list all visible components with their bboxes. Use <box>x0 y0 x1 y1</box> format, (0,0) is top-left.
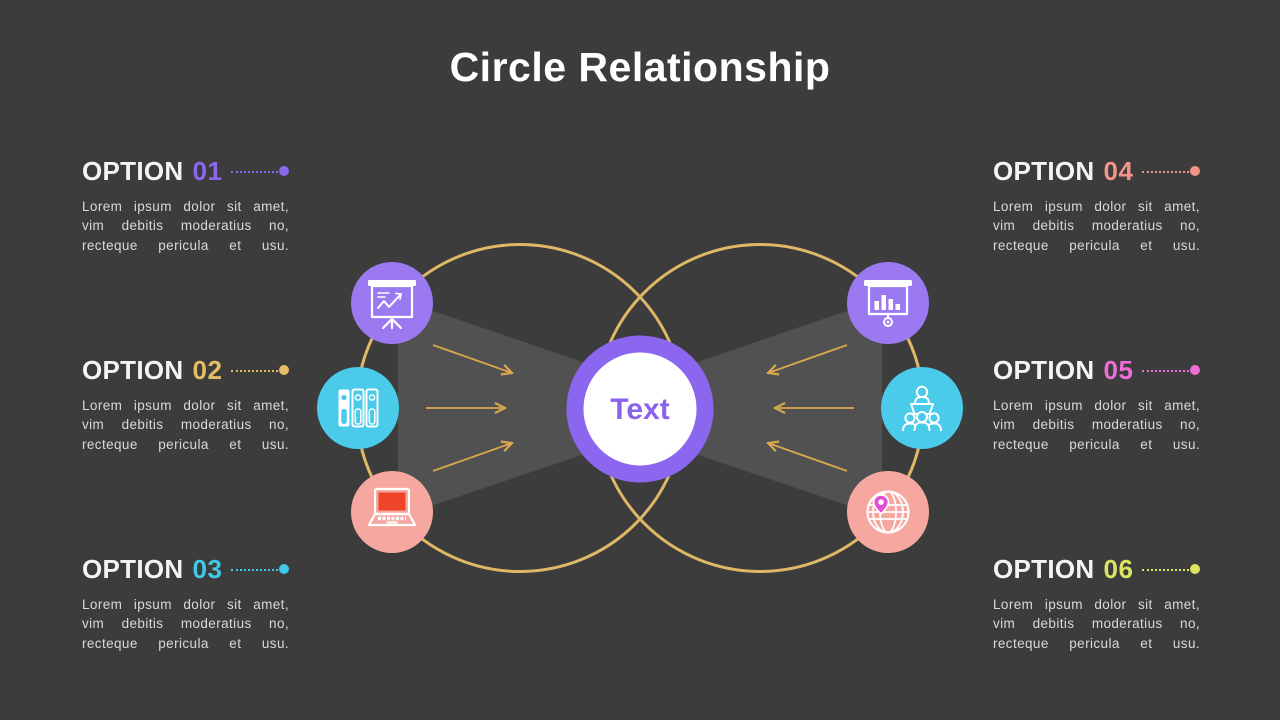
leader-dot <box>1190 365 1200 375</box>
dotted-line <box>231 369 278 372</box>
center-circle <box>566 335 714 483</box>
description-line: Lorem ipsum dolor sit amet, <box>993 199 1200 214</box>
leader-dot <box>1190 166 1200 176</box>
option-label: OPTION <box>993 354 1095 385</box>
description-line: Lorem ipsum dolor sit amet, <box>82 199 289 214</box>
option-block-04: OPTION 04 Lorem ipsum dolor sit amet, vi… <box>993 156 1200 255</box>
description-line: Lorem ipsum dolor sit amet, <box>82 597 289 612</box>
description-line: vim debitis moderatius no, <box>993 417 1200 433</box>
option-label: OPTION <box>82 155 184 186</box>
leader-line <box>1142 365 1200 375</box>
option-number: 04 <box>1103 155 1134 186</box>
option-block-02: OPTION 02 Lorem ipsum dolor sit amet, vi… <box>82 355 289 454</box>
option-description: Lorem ipsum dolor sit amet, vim debitis … <box>82 595 289 653</box>
description-line: vim debitis moderatius no, <box>82 616 289 632</box>
description-line: recteque pericula et usu. <box>993 635 1200 651</box>
option-description: Lorem ipsum dolor sit amet, vim debitis … <box>82 396 289 454</box>
dotted-line <box>1142 170 1189 173</box>
description-line: Lorem ipsum dolor sit amet, <box>993 398 1200 413</box>
option-number: 05 <box>1103 354 1134 385</box>
description-line: recteque pericula et usu. <box>993 237 1200 253</box>
description-line: vim debitis moderatius no, <box>993 218 1200 234</box>
description-line: Lorem ipsum dolor sit amet, <box>993 597 1200 612</box>
globe-pin-icon <box>847 471 929 553</box>
option-description: Lorem ipsum dolor sit amet, vim debitis … <box>993 595 1200 653</box>
description-line: vim debitis moderatius no, <box>993 616 1200 632</box>
option-description: Lorem ipsum dolor sit amet, vim debitis … <box>993 396 1200 454</box>
option-block-06: OPTION 06 Lorem ipsum dolor sit amet, vi… <box>993 554 1200 653</box>
option-number: 02 <box>192 354 223 385</box>
description-line: Lorem ipsum dolor sit amet, <box>82 398 289 413</box>
option-number: 01 <box>192 155 223 186</box>
option-number: 03 <box>192 553 223 584</box>
leader-dot <box>279 365 289 375</box>
leader-line <box>1142 564 1200 574</box>
option-header: OPTION 05 <box>993 355 1200 385</box>
option-header: OPTION 04 <box>993 156 1200 186</box>
option-header: OPTION 03 <box>82 554 289 584</box>
flipchart-line-chart-icon <box>351 262 433 344</box>
leader-line <box>231 564 289 574</box>
screen-bar-chart-icon <box>847 262 929 344</box>
option-header: OPTION 01 <box>82 156 289 186</box>
right-beam <box>624 299 882 517</box>
description-line: vim debitis moderatius no, <box>82 417 289 433</box>
description-line: recteque pericula et usu. <box>82 237 289 253</box>
dotted-line <box>231 568 278 571</box>
description-line: recteque pericula et usu. <box>993 436 1200 452</box>
option-header: OPTION 06 <box>993 554 1200 584</box>
page-title: Circle Relationship <box>449 44 831 90</box>
description-line: recteque pericula et usu. <box>82 436 289 452</box>
center-label: Text <box>610 393 669 426</box>
arrows <box>426 344 854 472</box>
presenter-audience-icon <box>881 367 963 449</box>
option-block-01: OPTION 01 Lorem ipsum dolor sit amet, vi… <box>82 156 289 255</box>
leader-dot <box>1190 564 1200 574</box>
option-label: OPTION <box>993 155 1095 186</box>
option-label: OPTION <box>82 553 184 584</box>
option-description: Lorem ipsum dolor sit amet, vim debitis … <box>82 197 289 255</box>
leader-dot <box>279 166 289 176</box>
option-description: Lorem ipsum dolor sit amet, vim debitis … <box>993 197 1200 255</box>
option-label: OPTION <box>82 354 184 385</box>
option-number: 06 <box>1103 553 1134 584</box>
description-line: recteque pericula et usu. <box>82 635 289 651</box>
dotted-line <box>231 170 278 173</box>
dotted-line <box>1142 369 1189 372</box>
leader-line <box>231 166 289 176</box>
laptop-icon <box>351 471 433 553</box>
left-beam <box>398 299 656 517</box>
option-block-05: OPTION 05 Lorem ipsum dolor sit amet, vi… <box>993 355 1200 454</box>
binders-icon <box>317 367 399 449</box>
option-header: OPTION 02 <box>82 355 289 385</box>
dotted-line <box>1142 568 1189 571</box>
option-block-03: OPTION 03 Lorem ipsum dolor sit amet, vi… <box>82 554 289 653</box>
leader-dot <box>279 564 289 574</box>
leader-line <box>1142 166 1200 176</box>
option-label: OPTION <box>993 553 1095 584</box>
description-line: vim debitis moderatius no, <box>82 218 289 234</box>
leader-line <box>231 365 289 375</box>
